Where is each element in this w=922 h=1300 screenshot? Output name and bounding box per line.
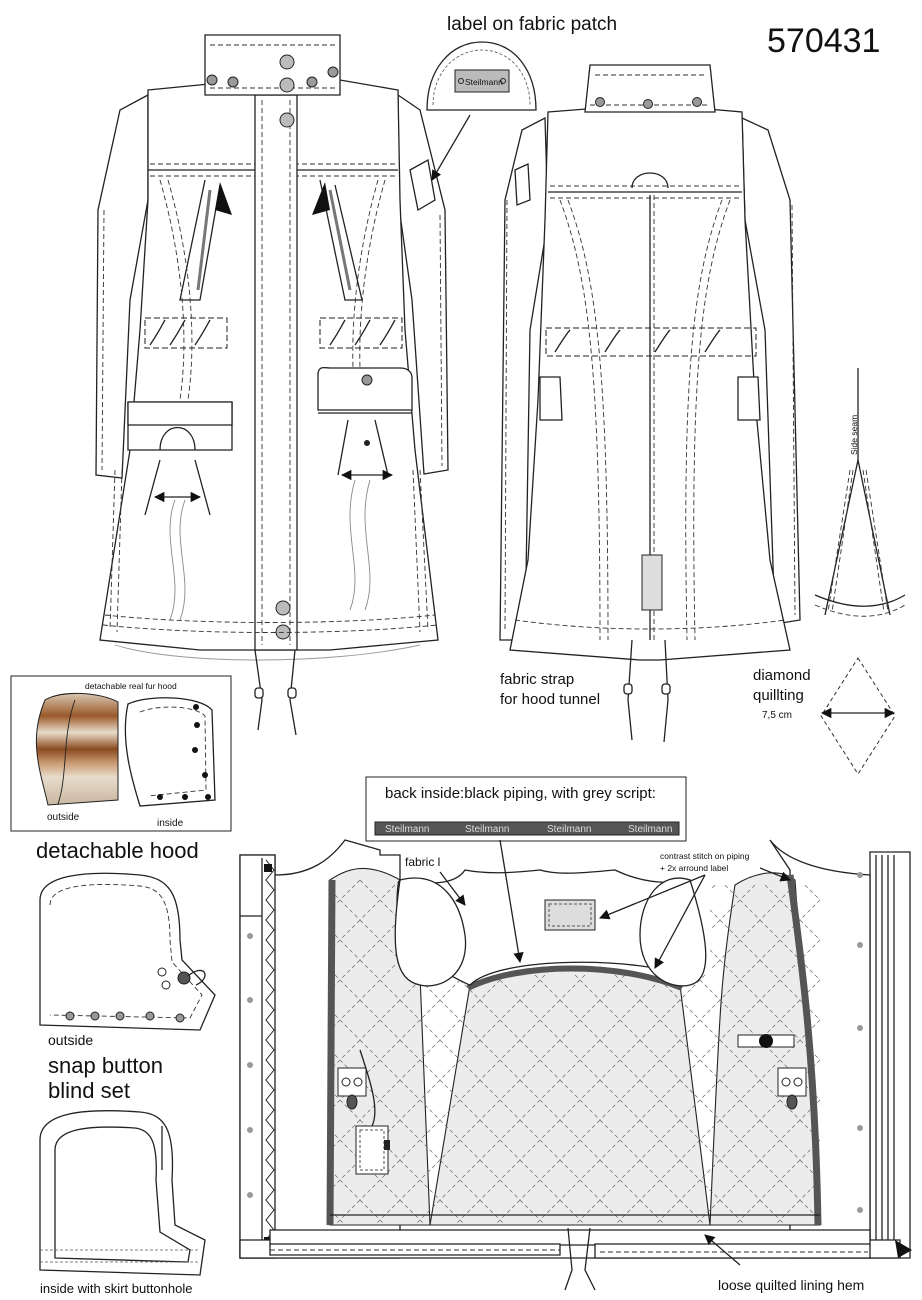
inside-lining-view [239, 839, 912, 1291]
fur-outside-label: outside [47, 812, 80, 823]
fur-inside-label: inside [157, 818, 184, 829]
contrast-stitch-line2: + 2x arround label [660, 863, 728, 873]
label-patch: Steilmann [426, 41, 537, 111]
contrast-stitch-line1: contrast stitch on piping [660, 851, 750, 861]
quilt-size-label: 7,5 cm [762, 710, 792, 721]
back-view [499, 64, 801, 743]
detachable-hood-heading: detachable hood [36, 838, 199, 863]
hood-tunnel-label: for hood tunnel [500, 691, 600, 708]
front-collar [204, 34, 341, 96]
front-left-sleeve [95, 93, 149, 479]
piping-script-3: Steilmann [547, 824, 591, 835]
back-collar [584, 64, 716, 113]
inside-skirt-label: inside with skirt buttonhole [40, 1281, 192, 1296]
side-seam-label: Side seam [849, 415, 859, 455]
hood-inside [39, 1110, 206, 1276]
piping-script-4: Steilmann [628, 824, 672, 835]
blind-set-heading: blind set [48, 1078, 130, 1103]
diamond-label: diamond [753, 667, 811, 684]
piping-script-1: Steilmann [385, 824, 429, 835]
front-placket [254, 94, 298, 651]
fur-hood-panel: detachable real fur hood outside inside [10, 675, 232, 832]
fur-hood-title: detachable real fur hood [85, 681, 177, 691]
piping-script-2: Steilmann [465, 824, 509, 835]
quilting-label: quillting [753, 687, 804, 704]
back-inside-callout: back inside:black piping, with grey scri… [365, 776, 687, 842]
fabric-l-label: fabric l [405, 855, 440, 869]
snap-button-heading: snap button [48, 1053, 163, 1078]
loose-hem-label: loose quilted lining hem [718, 1277, 864, 1293]
back-inside-caption: back inside:black piping, with grey scri… [385, 785, 656, 802]
front-view [95, 34, 449, 736]
style-number: 570431 [767, 22, 880, 60]
hood-outside-label: outside [48, 1032, 93, 1048]
diamond-quilt-sample [820, 657, 896, 775]
label-on-patch-caption: label on fabric patch [447, 14, 617, 35]
patch-brand: Steilmann [465, 77, 503, 87]
hood-outside [39, 872, 216, 1031]
side-seam-detail: Side seam [814, 368, 906, 617]
fabric-strap-label: fabric strap [500, 671, 574, 688]
